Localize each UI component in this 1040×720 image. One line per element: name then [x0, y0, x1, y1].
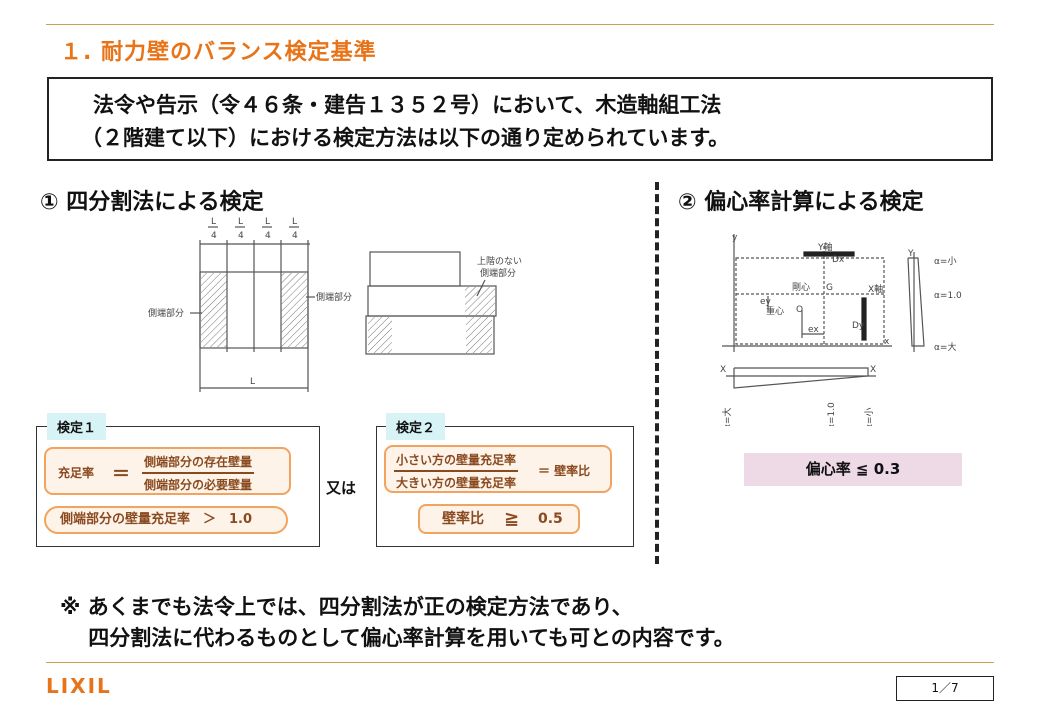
axis-y: y	[732, 233, 738, 243]
upper-label-1: 上階のない	[477, 256, 522, 267]
check1-fraction: 側端部分の存在壁量 側端部分の必要壁量	[142, 453, 255, 493]
quadrant-method-diagram: L 4 L 4 L 4 L 4 側端部分 側端部分 L 上階のない 側端部分	[148, 217, 522, 392]
dy-label: Dy	[852, 321, 865, 331]
eccentricity-criterion: 偏心率 ≦ 0.3	[744, 453, 962, 486]
big-x-left: X	[720, 365, 726, 375]
axis-x: x	[884, 337, 890, 347]
rigidity-label: 剛心	[792, 282, 810, 293]
x-axis-label: X軸	[868, 283, 883, 295]
check2-cond-op: ≧	[504, 508, 520, 529]
note-line-2: 四分割法に代わるものとして偏心率計算を用いても可との内容です。	[60, 626, 735, 650]
alpha-small-bottom: α=小	[864, 408, 875, 426]
quarter-l-1: L	[211, 217, 216, 227]
eccentricity-diagram: y x Y軸 Dx X軸 Dy 剛心 G 重心 O ex ey Y α=小 α=…	[720, 233, 962, 426]
dx-label: Dx	[832, 255, 845, 265]
check1-numerator: 側端部分の存在壁量	[142, 453, 255, 474]
quarter-den-1: 4	[211, 231, 217, 241]
check2-cond-rhs: 0.5	[538, 511, 563, 527]
quarter-den-2: 4	[238, 231, 244, 241]
upper-label-2: 側端部分	[480, 267, 516, 279]
check2-rhs: ＝ 壁率比	[538, 464, 591, 478]
alpha-large-right: α=大	[934, 341, 956, 353]
quarter-den-4: 4	[292, 231, 298, 241]
quarter-l-4: L	[292, 217, 297, 227]
check2-formula: 小さい方の壁量充足率 大きい方の壁量充足率 ＝ 壁率比	[384, 445, 612, 493]
lixil-logo: LIXIL	[46, 674, 112, 698]
quarter-l-3: L	[265, 217, 270, 227]
right-heading: ② 偏心率計算による検定	[678, 190, 924, 215]
ey-label: ey	[760, 297, 772, 307]
bottom-rule	[46, 662, 994, 663]
check1-tag: 検定１	[47, 413, 107, 440]
side-label-b: 側端部分	[316, 291, 352, 303]
check1-formula: 充足率 ＝ 側端部分の存在壁量 側端部分の必要壁量	[44, 447, 291, 495]
side-label-a: 側端部分	[148, 307, 184, 319]
intro-line-1: 法令や告示（令４６条・建告１３５２号）において、木造軸組工法	[93, 93, 722, 117]
top-rule	[46, 24, 994, 25]
ex-label: ex	[808, 325, 819, 335]
gravity-label: 重心	[766, 305, 784, 317]
full-length-label: L	[250, 377, 255, 387]
o-label: O	[796, 305, 803, 315]
intro-line-2: （２階建て以下）における検定方法は以下の通り定められています。	[81, 126, 730, 150]
check2-condition: 壁率比 ≧ 0.5	[418, 504, 580, 534]
alpha-small-right: α=小	[934, 256, 956, 267]
note-line-1: ※ あくまでも法令上では、四分割法が正の検定方法であり、	[60, 595, 633, 619]
big-x-right: X	[870, 365, 876, 375]
section-divider	[655, 182, 659, 564]
check1-denominator: 側端部分の必要壁量	[144, 478, 253, 492]
check2-cond-lhs: 壁率比	[442, 511, 484, 527]
intro-box: 法令や告示（令４６条・建告１３５２号）において、木造軸組工法 （２階建て以下）に…	[47, 77, 993, 161]
check2-denominator: 大きい方の壁量充足率	[396, 476, 517, 490]
g-label: G	[826, 283, 833, 293]
check1-lhs: 充足率	[58, 466, 95, 480]
big-y-label: Y	[907, 249, 914, 259]
alpha-one-bottom: α=1.0	[827, 402, 837, 426]
check1-condition: 側端部分の壁量充足率 ＞ 1.0	[44, 506, 288, 534]
check2-fraction: 小さい方の壁量充足率 大きい方の壁量充足率	[394, 451, 519, 491]
note: ※ あくまでも法令上では、四分割法が正の検定方法であり、 四分割法に代わるものと…	[60, 592, 735, 654]
or-label: 又は	[326, 479, 357, 497]
check2-tag: 検定２	[386, 413, 446, 440]
quarter-labels: L 4 L 4 L 4 L 4	[208, 217, 299, 241]
alpha-large-bottom: α=大	[721, 408, 733, 426]
quarter-den-3: 4	[265, 231, 271, 241]
left-heading: ① 四分割法による検定	[40, 190, 264, 215]
alpha-one-right: α=1.0	[934, 291, 962, 301]
y-axis-label: Y軸	[817, 241, 833, 253]
quarter-l-2: L	[238, 217, 243, 227]
check2-numerator: 小さい方の壁量充足率	[394, 451, 519, 472]
page-title: １. 耐力壁のバランス検定基準	[60, 40, 377, 65]
check1-eq: ＝	[112, 464, 130, 485]
page-number: 1／7	[896, 676, 994, 701]
